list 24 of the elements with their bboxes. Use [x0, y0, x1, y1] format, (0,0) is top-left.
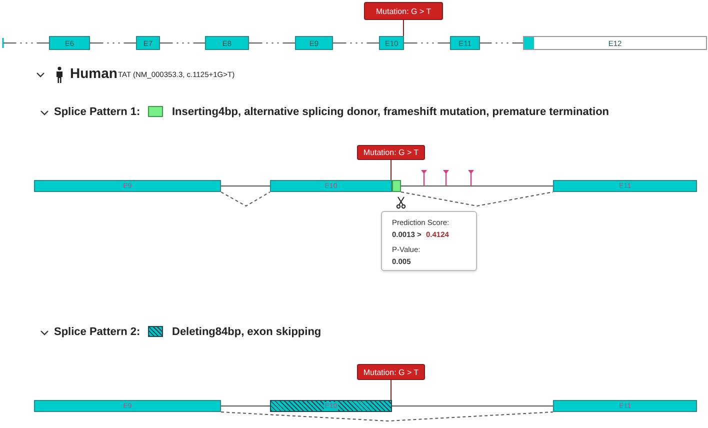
tooltip-card: [381, 211, 477, 271]
splice-junction-line: [480, 42, 524, 44]
hatched-exon-box: [270, 400, 392, 412]
pattern-heading: Splice Pattern 2:: [54, 326, 140, 338]
legend-text: Deleting84bp, exon skipping: [172, 326, 322, 338]
splice-junction-line: [332, 42, 380, 44]
splice-junction-line: [400, 192, 554, 206]
species-heading: Human: [70, 65, 118, 81]
mutation-label: Mutation: G > T: [357, 145, 425, 160]
mutation-marker-line: [403, 20, 404, 36]
pattern-heading: Splice Pattern 1:: [54, 106, 140, 118]
splice-junction-line: [160, 42, 206, 44]
mutation-marker-line: [390, 380, 392, 400]
splice-junction-line: [90, 42, 136, 44]
mutation-label: Mutation: G > T: [364, 2, 443, 20]
mutation-marker-line: [390, 160, 392, 180]
mutation-label: Mutation: G > T: [357, 364, 425, 380]
splice-junction-line: [404, 42, 450, 44]
splice-junction-line: [248, 42, 296, 44]
splice-junction-line: [2, 42, 50, 44]
splice-junction-line: [220, 192, 270, 207]
insertion-box: [392, 180, 401, 192]
legend-text: Inserting4bp, alternative splicing donor, frameshift mutation, premature termination: [172, 106, 610, 118]
splice-junction-line: [220, 412, 554, 422]
